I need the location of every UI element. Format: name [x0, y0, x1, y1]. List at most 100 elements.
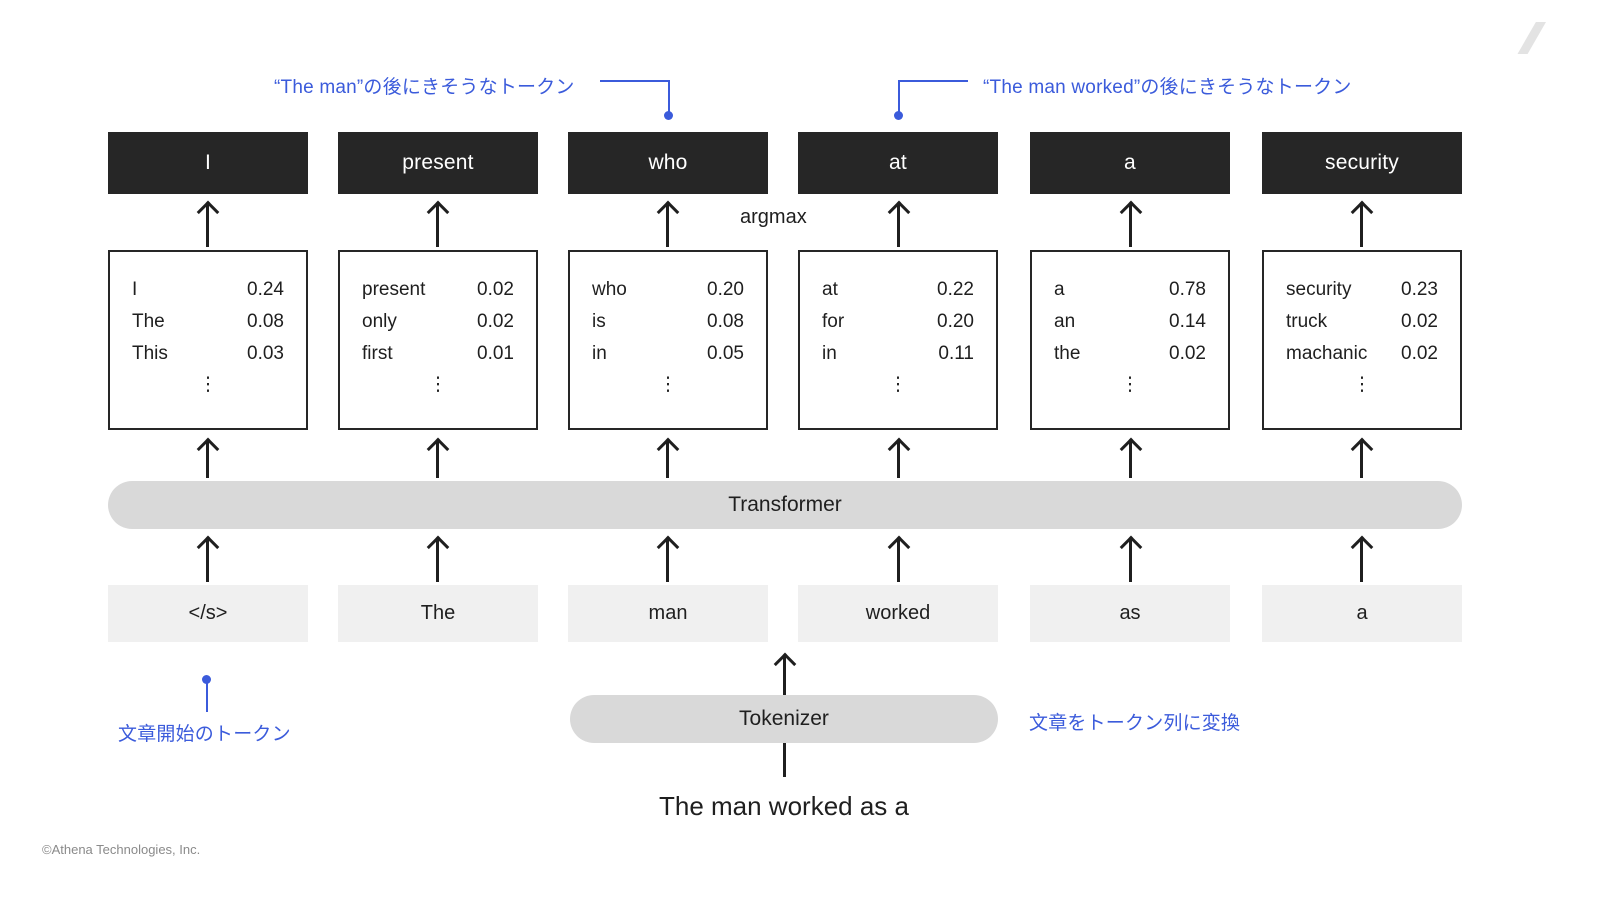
- prob-token: in: [822, 343, 837, 364]
- transformer-block: Transformer: [108, 481, 1462, 529]
- prob-token: machanic: [1286, 343, 1368, 364]
- probability-row: This 0.03: [132, 338, 284, 370]
- transformer-output-arrow-4: [1129, 442, 1132, 478]
- prob-token: at: [822, 279, 838, 300]
- output-token-label-4: a: [1124, 151, 1136, 174]
- output-token-box-2: who: [568, 132, 768, 194]
- probability-row: for 0.20: [822, 306, 974, 338]
- prob-value: 0.02: [1169, 343, 1206, 364]
- prob-ellipsis-icon: ⋮: [888, 374, 908, 395]
- input-token-label-2: man: [648, 602, 688, 624]
- annotation-to-token-sequence: 文章をトークン列に変換: [1029, 713, 1241, 734]
- annotation-connector-horizontal-1: [600, 80, 670, 82]
- probability-box-5: security 0.23 truck 0.02 machanic 0.02 ⋮: [1262, 250, 1462, 430]
- annotation-connector-vertical-1: [668, 80, 670, 114]
- probability-box-0: I 0.24 The 0.08 This 0.03 ⋮: [108, 250, 308, 430]
- prob-value: 0.20: [937, 311, 974, 332]
- argmax-arrow-2: [666, 205, 669, 247]
- prob-token: is: [592, 311, 606, 332]
- prob-ellipsis-icon: ⋮: [1352, 374, 1372, 395]
- probability-row: at 0.22: [822, 274, 974, 306]
- transformer-output-arrow-1: [436, 442, 439, 478]
- probability-row: only 0.02: [362, 306, 514, 338]
- prob-value: 0.05: [707, 343, 744, 364]
- prob-token: for: [822, 311, 845, 332]
- input-token-box-4: as: [1030, 585, 1230, 642]
- prob-value: 0.02: [477, 311, 514, 332]
- transformer-label: Transformer: [728, 493, 842, 516]
- annotation-dot-3: [202, 675, 211, 684]
- transformer-output-arrow-0: [206, 442, 209, 478]
- prob-value: 0.02: [477, 279, 514, 300]
- input-to-transformer-arrow-0: [206, 540, 209, 582]
- output-token-box-4: a: [1030, 132, 1230, 194]
- input-token-label-4: as: [1119, 602, 1141, 624]
- prob-token: security: [1286, 279, 1352, 300]
- tokenizer-label: Tokenizer: [739, 707, 829, 730]
- prob-value: 0.08: [707, 311, 744, 332]
- prob-token: present: [362, 279, 426, 300]
- probability-row: first 0.01: [362, 338, 514, 370]
- input-token-label-0: </s>: [188, 602, 228, 624]
- tokenizer-output-arrow: [783, 657, 786, 695]
- prob-value: 0.24: [247, 279, 284, 300]
- prob-token: This: [132, 343, 168, 364]
- probability-row: in 0.05: [592, 338, 744, 370]
- input-token-box-1: The: [338, 585, 538, 642]
- prob-token: truck: [1286, 311, 1328, 332]
- output-token-label-3: at: [889, 151, 907, 174]
- argmax-arrow-4: [1129, 205, 1132, 247]
- prob-token: I: [132, 279, 138, 300]
- annotation-connector-vertical-3: [206, 678, 208, 712]
- output-token-label-0: I: [204, 151, 212, 174]
- prob-ellipsis-icon: ⋮: [1120, 374, 1140, 395]
- prob-token: a: [1054, 279, 1065, 300]
- argmax-arrow-3: [897, 205, 900, 247]
- input-token-box-5: a: [1262, 585, 1462, 642]
- argmax-arrow-0: [206, 205, 209, 247]
- probability-row: a 0.78: [1054, 274, 1206, 306]
- output-token-box-5: security: [1262, 132, 1462, 194]
- probability-box-3: at 0.22 for 0.20 in 0.11 ⋮: [798, 250, 998, 430]
- sentence-to-tokenizer-line: [783, 743, 786, 777]
- input-to-transformer-arrow-2: [666, 540, 669, 582]
- output-token-box-3: at: [798, 132, 998, 194]
- tokenizer-block: Tokenizer: [570, 695, 998, 743]
- input-to-transformer-arrow-5: [1360, 540, 1363, 582]
- prob-token: the: [1054, 343, 1081, 364]
- input-to-transformer-arrow-1: [436, 540, 439, 582]
- annotation-connector-vertical-2: [898, 80, 900, 114]
- athena-logo-icon: [1500, 20, 1546, 54]
- prob-value: 0.20: [707, 279, 744, 300]
- annotation-dot-1: [664, 111, 673, 120]
- output-token-box-0: I: [108, 132, 308, 194]
- probability-row: the 0.02: [1054, 338, 1206, 370]
- input-token-label-5: a: [1356, 602, 1368, 624]
- argmax-arrow-1: [436, 205, 439, 247]
- input-token-label-1: The: [420, 602, 456, 624]
- prob-token: an: [1054, 311, 1076, 332]
- prob-token: only: [362, 311, 397, 332]
- argmax-label: argmax: [740, 206, 807, 228]
- input-token-box-0: </s>: [108, 585, 308, 642]
- transformer-output-arrow-2: [666, 442, 669, 478]
- input-sentence: The man worked as a: [658, 791, 909, 821]
- output-token-label-2: who: [648, 151, 688, 174]
- copyright-footer: ©Athena Technologies, Inc.: [42, 842, 201, 857]
- output-token-label-5: security: [1325, 151, 1399, 174]
- probability-row: I 0.24: [132, 274, 284, 306]
- probability-box-1: present 0.02 only 0.02 first 0.01 ⋮: [338, 250, 538, 430]
- input-to-transformer-arrow-3: [897, 540, 900, 582]
- prob-token: in: [592, 343, 607, 364]
- input-to-transformer-arrow-4: [1129, 540, 1132, 582]
- annotation-after-the-man-worked: “The man worked”の後にきそうなトークン: [983, 77, 1352, 98]
- prob-value: 0.22: [937, 279, 974, 300]
- probability-row: present 0.02: [362, 274, 514, 306]
- probability-row: who 0.20: [592, 274, 744, 306]
- probability-box-4: a 0.78 an 0.14 the 0.02 ⋮: [1030, 250, 1230, 430]
- annotation-after-the-man: “The man”の後にきそうなトークン: [274, 77, 575, 98]
- probability-row: truck 0.02: [1286, 306, 1438, 338]
- probability-row: The 0.08: [132, 306, 284, 338]
- annotation-start-of-sentence: 文章開始のトークン: [118, 724, 291, 745]
